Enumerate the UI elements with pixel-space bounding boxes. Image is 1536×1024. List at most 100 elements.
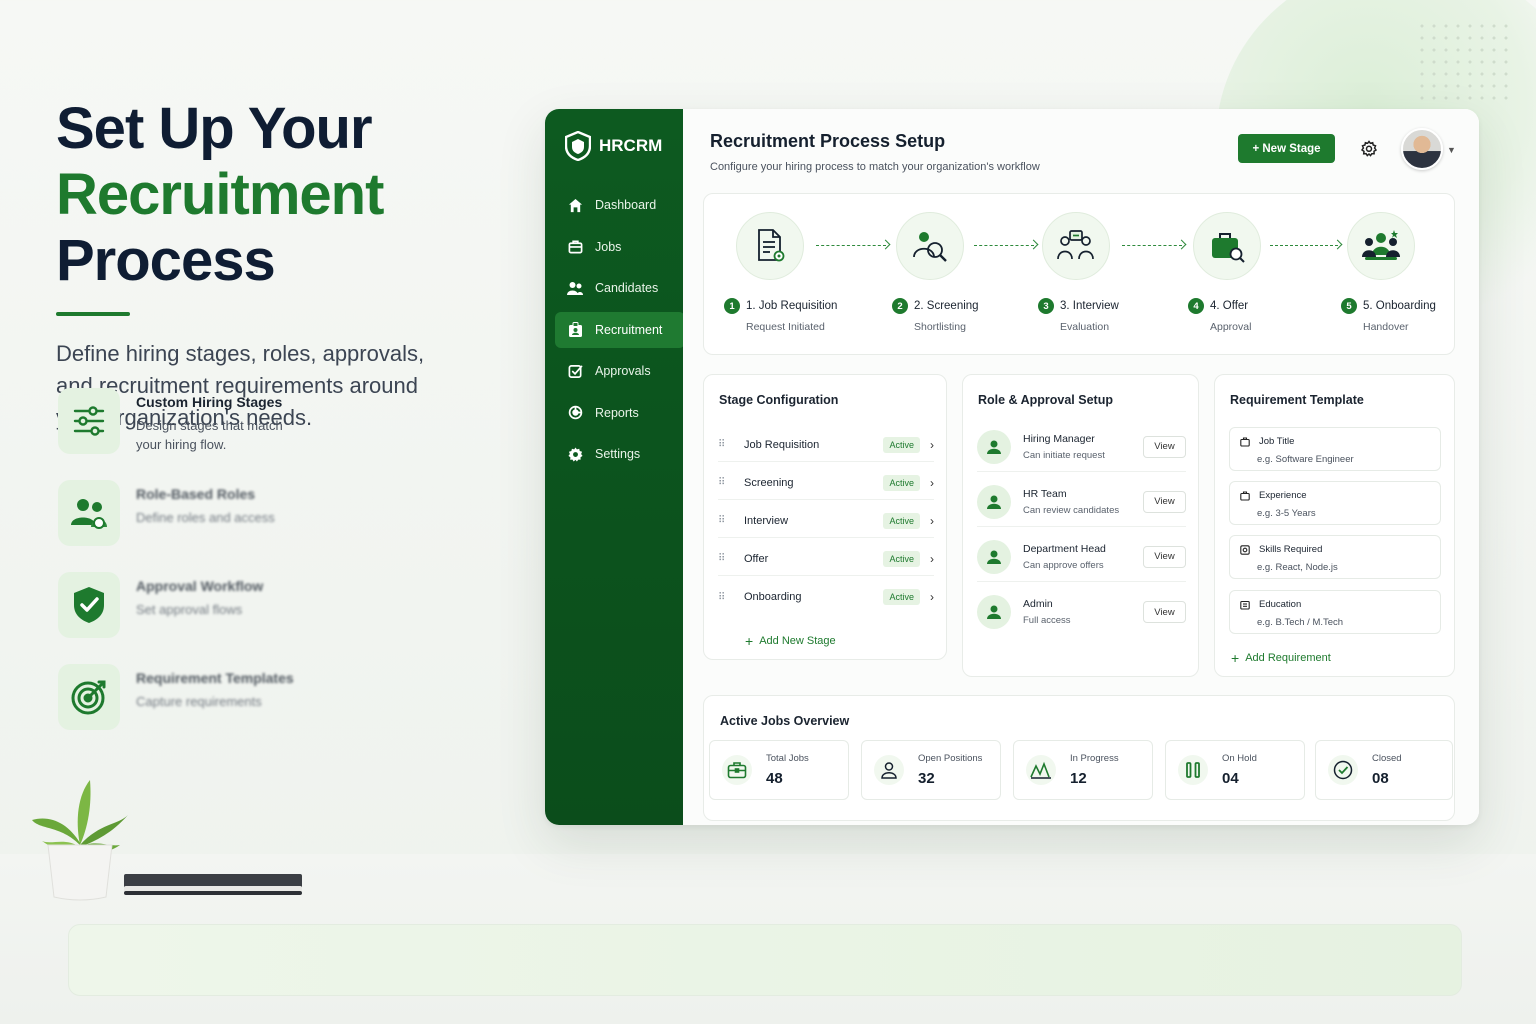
requirement-example: e.g. Software Engineer xyxy=(1257,454,1354,465)
stage-row[interactable]: ⠿ Screening Active › xyxy=(718,466,934,500)
sidebar-item-label: Jobs xyxy=(595,239,622,254)
home-icon xyxy=(567,197,583,213)
role-name: HR Team xyxy=(1023,487,1067,500)
sidebar-item-approvals[interactable]: Approvals xyxy=(555,353,673,389)
stage-row[interactable]: ⠿ Interview Active › xyxy=(718,504,934,538)
status-badge: Active xyxy=(883,589,920,605)
stage-arrow xyxy=(1122,245,1182,247)
stage-name: Onboarding xyxy=(744,591,802,603)
add-requirement-link[interactable]: +Add Requirement xyxy=(1231,650,1331,666)
team-icon xyxy=(58,480,120,546)
requirement-field[interactable]: Experience e.g. 3-5 Years xyxy=(1229,481,1441,525)
role-approval-card: Role & Approval Setup Hiring Manager Can… xyxy=(962,374,1199,677)
stage-name: Screening xyxy=(744,476,794,489)
add-new-stage-link[interactable]: +Add New Stage xyxy=(745,633,836,649)
stage-row[interactable]: ⠿ Offer Active › xyxy=(718,542,934,576)
user-icon xyxy=(977,429,1011,464)
stage-configuration-card: Stage Configuration ⠿ Job Requisition Ac… xyxy=(703,374,947,660)
drag-handle-icon[interactable]: ⠿ xyxy=(718,591,725,603)
status-badge: Active xyxy=(883,474,920,491)
chevron-right-icon[interactable]: › xyxy=(930,590,934,604)
chevron-right-icon[interactable]: › xyxy=(930,437,934,452)
stage-label: 4 4. Offer xyxy=(1188,298,1248,314)
stage-row[interactable]: ⠿ Job Requisition Active › xyxy=(718,428,934,462)
avatar[interactable] xyxy=(1401,128,1443,170)
add-requirement-label: Add Requirement xyxy=(1245,652,1331,664)
stage-title: 3. Interview xyxy=(1060,300,1119,312)
stat-label: Open Positions xyxy=(918,753,983,764)
stage-row[interactable]: ⠿ Onboarding Active › xyxy=(718,580,934,614)
brand-name: HRCRM xyxy=(599,136,663,155)
add-new-stage-label: Add New Stage xyxy=(759,635,836,647)
sidebar-item-recruitment[interactable]: Recruitment xyxy=(555,311,685,348)
page-subtitle: Configure your hiring process to match y… xyxy=(710,161,1040,173)
drag-handle-icon[interactable]: ⠿ xyxy=(718,553,725,564)
settings-gear-icon[interactable] xyxy=(1360,140,1378,158)
stat-value: 12 xyxy=(1070,770,1087,787)
stage-title: 5. Onboarding xyxy=(1363,300,1436,312)
brand[interactable]: HRCRM xyxy=(565,131,662,161)
view-button[interactable]: View xyxy=(1143,545,1186,568)
stage-number: 4 xyxy=(1188,298,1204,314)
stat-label: Total Jobs xyxy=(766,753,809,764)
stage-arrow xyxy=(974,245,1034,247)
role-desc: Can initiate request xyxy=(1023,449,1105,461)
stat-value: 04 xyxy=(1222,770,1239,787)
check-square-icon xyxy=(567,363,583,379)
chevron-down-icon[interactable]: ▼ xyxy=(1447,145,1456,155)
drag-handle-icon[interactable]: ⠿ xyxy=(718,477,725,488)
requirement-example: e.g. B.Tech / M.Tech xyxy=(1257,617,1344,628)
stage-subtitle: Evaluation xyxy=(1060,321,1110,333)
stat-label: Closed xyxy=(1372,753,1402,764)
feature-title: Requirement Templates xyxy=(136,670,294,686)
requirement-field[interactable]: Job Title e.g. Software Engineer xyxy=(1229,427,1441,471)
sidebar-item-jobs[interactable]: Jobs xyxy=(555,229,673,265)
chevron-right-icon[interactable]: › xyxy=(930,513,934,528)
requirement-label: Job Title xyxy=(1259,436,1295,447)
trend-icon xyxy=(1026,755,1056,785)
sidebar-item-settings[interactable]: Settings xyxy=(555,436,673,472)
feature-desc: Set approval flows xyxy=(136,602,243,617)
stage-title: 1. Job Requisition xyxy=(746,300,838,312)
new-stage-button[interactable]: + New Stage xyxy=(1238,134,1335,163)
stage-number: 2 xyxy=(892,298,908,314)
view-button[interactable]: View xyxy=(1143,490,1186,513)
feature-item: Role-Based Roles Define roles and access xyxy=(58,480,318,572)
shield-check-icon xyxy=(58,572,120,638)
sidebar-nav: Dashboard Jobs Candidates Recruitment Ap… xyxy=(555,187,685,478)
feature-desc: Define roles and access xyxy=(136,510,275,525)
chevron-right-icon[interactable]: › xyxy=(930,551,934,566)
drag-handle-icon[interactable]: ⠿ xyxy=(718,439,725,450)
feature-desc: Capture requirements xyxy=(136,694,262,709)
requirement-label: Education xyxy=(1259,599,1302,610)
view-button[interactable]: View xyxy=(1143,601,1186,623)
stage-name: Job Requisition xyxy=(744,438,820,451)
education-icon xyxy=(1240,600,1250,610)
sidebar-item-candidates[interactable]: Candidates xyxy=(555,270,673,306)
check-circle-icon xyxy=(1328,755,1358,785)
stage-title: 4. Offer xyxy=(1210,300,1249,312)
sidebar-item-dashboard[interactable]: Dashboard xyxy=(555,187,673,223)
stage-subtitle: Handover xyxy=(1363,321,1409,333)
stage-subtitle: Request Initiated xyxy=(746,321,825,333)
notebook-illustration xyxy=(124,874,302,895)
requirement-field[interactable]: Education e.g. B.Tech / M.Tech xyxy=(1229,590,1441,634)
chevron-right-icon[interactable]: › xyxy=(930,475,934,490)
stage-label: 5 5. Onboarding xyxy=(1341,298,1436,314)
requirement-field[interactable]: Skills Required e.g. React, Node.js xyxy=(1229,535,1441,579)
target-icon xyxy=(58,664,120,730)
sidebar-item-reports[interactable]: Reports xyxy=(555,395,673,431)
requirement-example: e.g. React, Node.js xyxy=(1257,562,1338,573)
status-badge: Active xyxy=(883,550,920,567)
stage-number: 5 xyxy=(1341,298,1357,314)
view-button[interactable]: View xyxy=(1143,435,1186,458)
drag-handle-icon[interactable]: ⠿ xyxy=(718,515,725,526)
briefcase-search-icon xyxy=(1193,212,1261,280)
users-icon xyxy=(567,280,583,296)
